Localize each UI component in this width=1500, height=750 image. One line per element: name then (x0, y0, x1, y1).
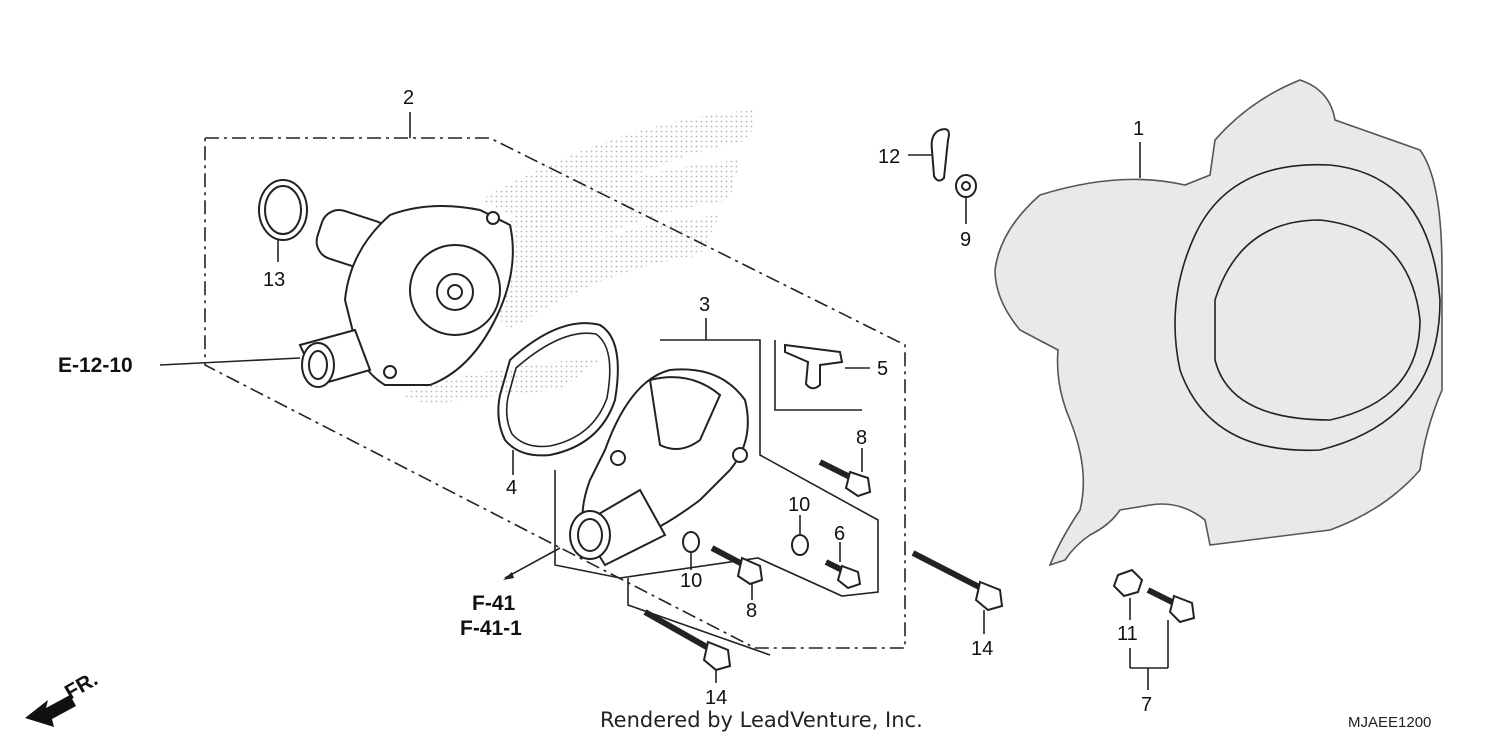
water-pump-body (298, 205, 514, 388)
water-pump-cover (569, 368, 749, 567)
front-arrow-icon (25, 695, 76, 727)
callout-11: 11 (1117, 623, 1138, 645)
bolt-6 (824, 559, 862, 590)
bolt-8-upper (818, 459, 872, 498)
ref-f-41: F-41 (472, 592, 516, 615)
callout-10-right: 10 (788, 494, 810, 516)
clip-12 (930, 128, 950, 182)
callout-9: 9 (960, 229, 971, 251)
assembly-2-outline (204, 137, 906, 649)
assembly-3-outline (554, 339, 879, 597)
callout-7: 7 (1141, 694, 1152, 716)
callout-8-lower: 8 (746, 600, 757, 622)
bolt-7 (1146, 587, 1196, 624)
bolt-14-center (643, 609, 732, 672)
render-credit: Rendered by LeadVenture, Inc. (600, 708, 923, 732)
ref-e-12-10: E-12-10 (58, 354, 133, 377)
diagram-code: MJAEE1200 (1348, 714, 1432, 731)
bolt-14-right (911, 550, 1004, 612)
gasket-4 (497, 322, 619, 457)
watermark-wing (400, 110, 755, 405)
callout-2: 2 (403, 87, 414, 109)
callout-10-left: 10 (680, 570, 702, 592)
callout-6: 6 (834, 523, 845, 545)
nut-11 (1112, 568, 1144, 598)
callout-4: 4 (506, 477, 517, 499)
callout-1: 1 (1133, 118, 1144, 140)
bracket-5-outline (774, 340, 862, 411)
washer-10-right (791, 534, 809, 556)
callout-13: 13 (263, 269, 285, 291)
clip-5 (784, 343, 844, 390)
side-cover-1 (994, 79, 1443, 567)
washer-10-left (682, 531, 700, 553)
callout-5: 5 (877, 358, 888, 380)
callout-14-right: 14 (971, 638, 993, 660)
callout-14-center: 14 (705, 687, 727, 709)
callout-3: 3 (699, 294, 710, 316)
bolt-8-lower (710, 545, 764, 586)
ref-f-41-1: F-41-1 (460, 617, 522, 640)
callout-12: 12 (878, 146, 900, 168)
callout-8-upper: 8 (856, 427, 867, 449)
